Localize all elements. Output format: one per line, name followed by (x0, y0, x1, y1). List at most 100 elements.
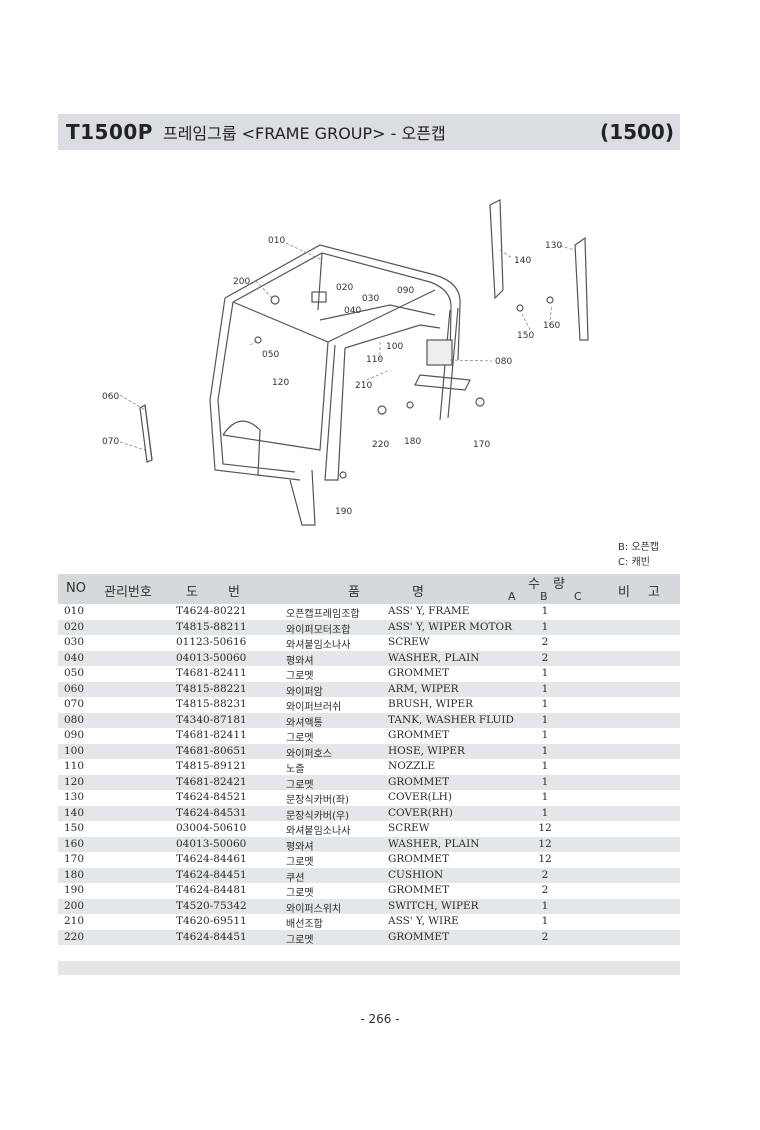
callout-090: 090 (397, 286, 414, 296)
cell-part-number: T4624-80221 (176, 605, 247, 617)
cell-korean-name: 그로멧 (286, 888, 314, 899)
header-drawing-1: 도 (186, 585, 198, 600)
page-number: - 266 - (360, 1012, 400, 1026)
cell-english-name: ASS' Y, WIRE (388, 915, 459, 927)
cell-english-name: HOSE, WIPER (388, 744, 465, 757)
cell-part-number: 03004-50610 (176, 822, 247, 834)
cell-korean-name: 노즐 (286, 764, 305, 775)
callout-170: 170 (473, 440, 490, 450)
cell-qty: 1 (541, 775, 549, 788)
cell-no: 050 (64, 667, 85, 679)
cell-korean-name: 와이퍼암 (286, 686, 323, 698)
cell-no: 040 (64, 651, 85, 664)
cell-part-number: 04013-50060 (176, 837, 247, 850)
header-drawing-2: 번 (228, 585, 240, 600)
cell-part-number: T4815-88221 (176, 682, 247, 695)
title-group: T1500P 프레임그룹 <FRAME GROUP> - 오픈캡 (66, 120, 446, 144)
cell-no: 210 (64, 915, 85, 927)
cell-english-name: CUSHION (388, 868, 444, 881)
callout-010: 010 (268, 236, 285, 246)
cell-no: 030 (64, 636, 85, 648)
cell-part-number: T4681-82421 (176, 775, 247, 788)
cell-english-name: WASHER, PLAIN (388, 837, 480, 850)
cell-korean-name: 쿠션 (286, 872, 305, 884)
cell-part-number: T4620-69511 (176, 915, 247, 927)
cell-qty: 1 (541, 605, 549, 617)
cell-qty: 1 (541, 899, 549, 912)
cell-qty: 2 (541, 651, 549, 664)
cell-no: 140 (64, 806, 85, 819)
cell-part-number: T4624-84481 (176, 884, 247, 896)
cell-korean-name: 평와셔 (286, 841, 314, 853)
cell-part-number: 01123-50616 (176, 636, 247, 648)
cell-no: 070 (64, 698, 85, 710)
cell-english-name: GROMMET (388, 729, 450, 741)
cell-no: 130 (64, 791, 85, 803)
cell-no: 110 (64, 760, 85, 772)
frame-illustration: 010 200 020 030 040 090 050 100 110 120 … (102, 199, 589, 526)
cell-part-number: T4624-84451 (176, 868, 247, 881)
header-remarks-2: 고 (648, 585, 660, 600)
cell-english-name: SCREW (388, 636, 430, 648)
cell-english-name: BRUSH, WIPER (388, 698, 474, 710)
model-name: T1500P (66, 120, 153, 144)
cell-qty: 1 (541, 713, 549, 726)
cell-korean-name: 오픈캡프레임조합 (286, 609, 360, 620)
cell-english-name: TANK, WASHER FLUID (388, 713, 514, 726)
header-col-b: B (540, 590, 548, 603)
cell-part-number: T4624-84521 (176, 791, 247, 803)
cell-no: 120 (64, 775, 85, 788)
table-row: 180 T4624-84451 쿠션 CUSHION 2 (58, 867, 680, 884)
cell-english-name: GROMMET (388, 853, 450, 865)
callout-040: 040 (344, 306, 361, 316)
callout-160: 160 (543, 321, 560, 331)
cell-qty: 12 (538, 853, 552, 865)
callout-190: 190 (335, 507, 352, 517)
cell-korean-name: 와이퍼브러쉬 (286, 702, 342, 713)
cell-english-name: ASS' Y, FRAME (388, 605, 470, 617)
cell-korean-name: 그로멧 (286, 779, 314, 791)
cell-qty: 2 (541, 868, 549, 881)
callout-220: 220 (372, 440, 389, 450)
cell-no: 100 (64, 744, 85, 757)
cell-qty: 1 (541, 729, 549, 741)
cell-english-name: GROMMET (388, 667, 450, 679)
header-mgmt-no: 관리번호 (104, 585, 152, 600)
cell-english-name: SCREW (388, 822, 430, 834)
cell-part-number: T4681-80651 (176, 744, 247, 757)
page-title: 프레임그룹 <FRAME GROUP> - 오픈캡 (162, 124, 446, 143)
cell-korean-name: 문장식카버(좌) (286, 795, 350, 806)
cell-korean-name: 배선조합 (286, 919, 323, 930)
callout-140: 140 (514, 256, 531, 266)
cell-no: 160 (64, 837, 85, 850)
exploded-parts-diagram: 010 200 020 030 040 090 050 100 110 120 … (90, 180, 690, 530)
cell-korean-name: 평와셔 (286, 655, 314, 667)
cell-no: 150 (64, 822, 85, 834)
cell-qty: 1 (541, 620, 549, 633)
cell-qty: 12 (538, 822, 552, 834)
cell-part-number: T4624-84451 (176, 930, 247, 943)
callout-100: 100 (386, 342, 403, 352)
cell-qty: 2 (541, 636, 549, 648)
cell-no: 180 (64, 868, 85, 881)
cell-no: 200 (64, 899, 85, 912)
cell-no: 170 (64, 853, 85, 865)
cell-english-name: GROMMET (388, 884, 450, 896)
table-footer-band (58, 961, 680, 975)
header-name-1: 품 (348, 585, 360, 600)
cell-no: 090 (64, 729, 85, 741)
callout-120: 120 (272, 378, 289, 388)
